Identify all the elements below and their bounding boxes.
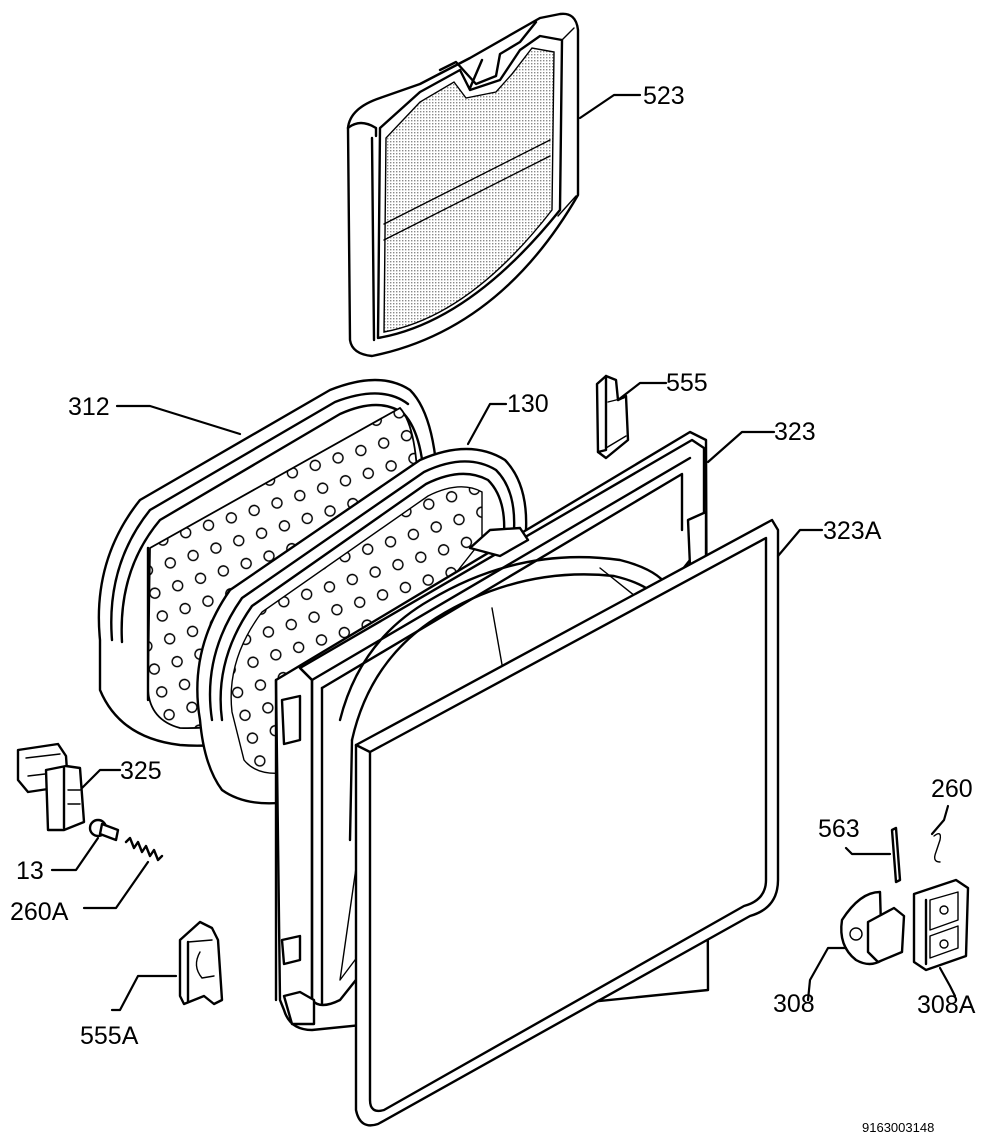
pin-563 [890,826,902,884]
latch-325 [16,742,86,832]
label-308a: 308A [917,991,976,1019]
hinge-plate-308a [912,878,970,972]
clip-555 [595,374,630,460]
door-panel-323a [354,518,780,1127]
label-555a: 555A [80,1022,139,1050]
label-312: 312 [68,393,110,421]
label-260a: 260A [10,898,69,926]
lint-filter-523 [346,12,580,358]
label-523: 523 [643,82,685,110]
spring-260a [124,836,164,862]
leader-lines [50,93,957,1012]
part-labels: 523 555 312 130 323 323A 325 13 260A 555… [10,82,976,1135]
label-260: 260 [931,775,973,803]
hinge-308 [840,890,906,966]
screw-13 [88,818,120,842]
label-130: 130 [507,390,549,418]
bracket-555a [178,920,224,1006]
document-number: 9163003148 [862,1120,934,1135]
clip-260 [933,833,942,863]
label-325: 325 [120,757,162,785]
label-13: 13 [16,857,44,885]
label-323a: 323A [823,517,882,545]
label-555: 555 [666,369,708,397]
label-308: 308 [773,990,815,1018]
label-323: 323 [774,418,816,446]
label-563: 563 [818,815,860,843]
